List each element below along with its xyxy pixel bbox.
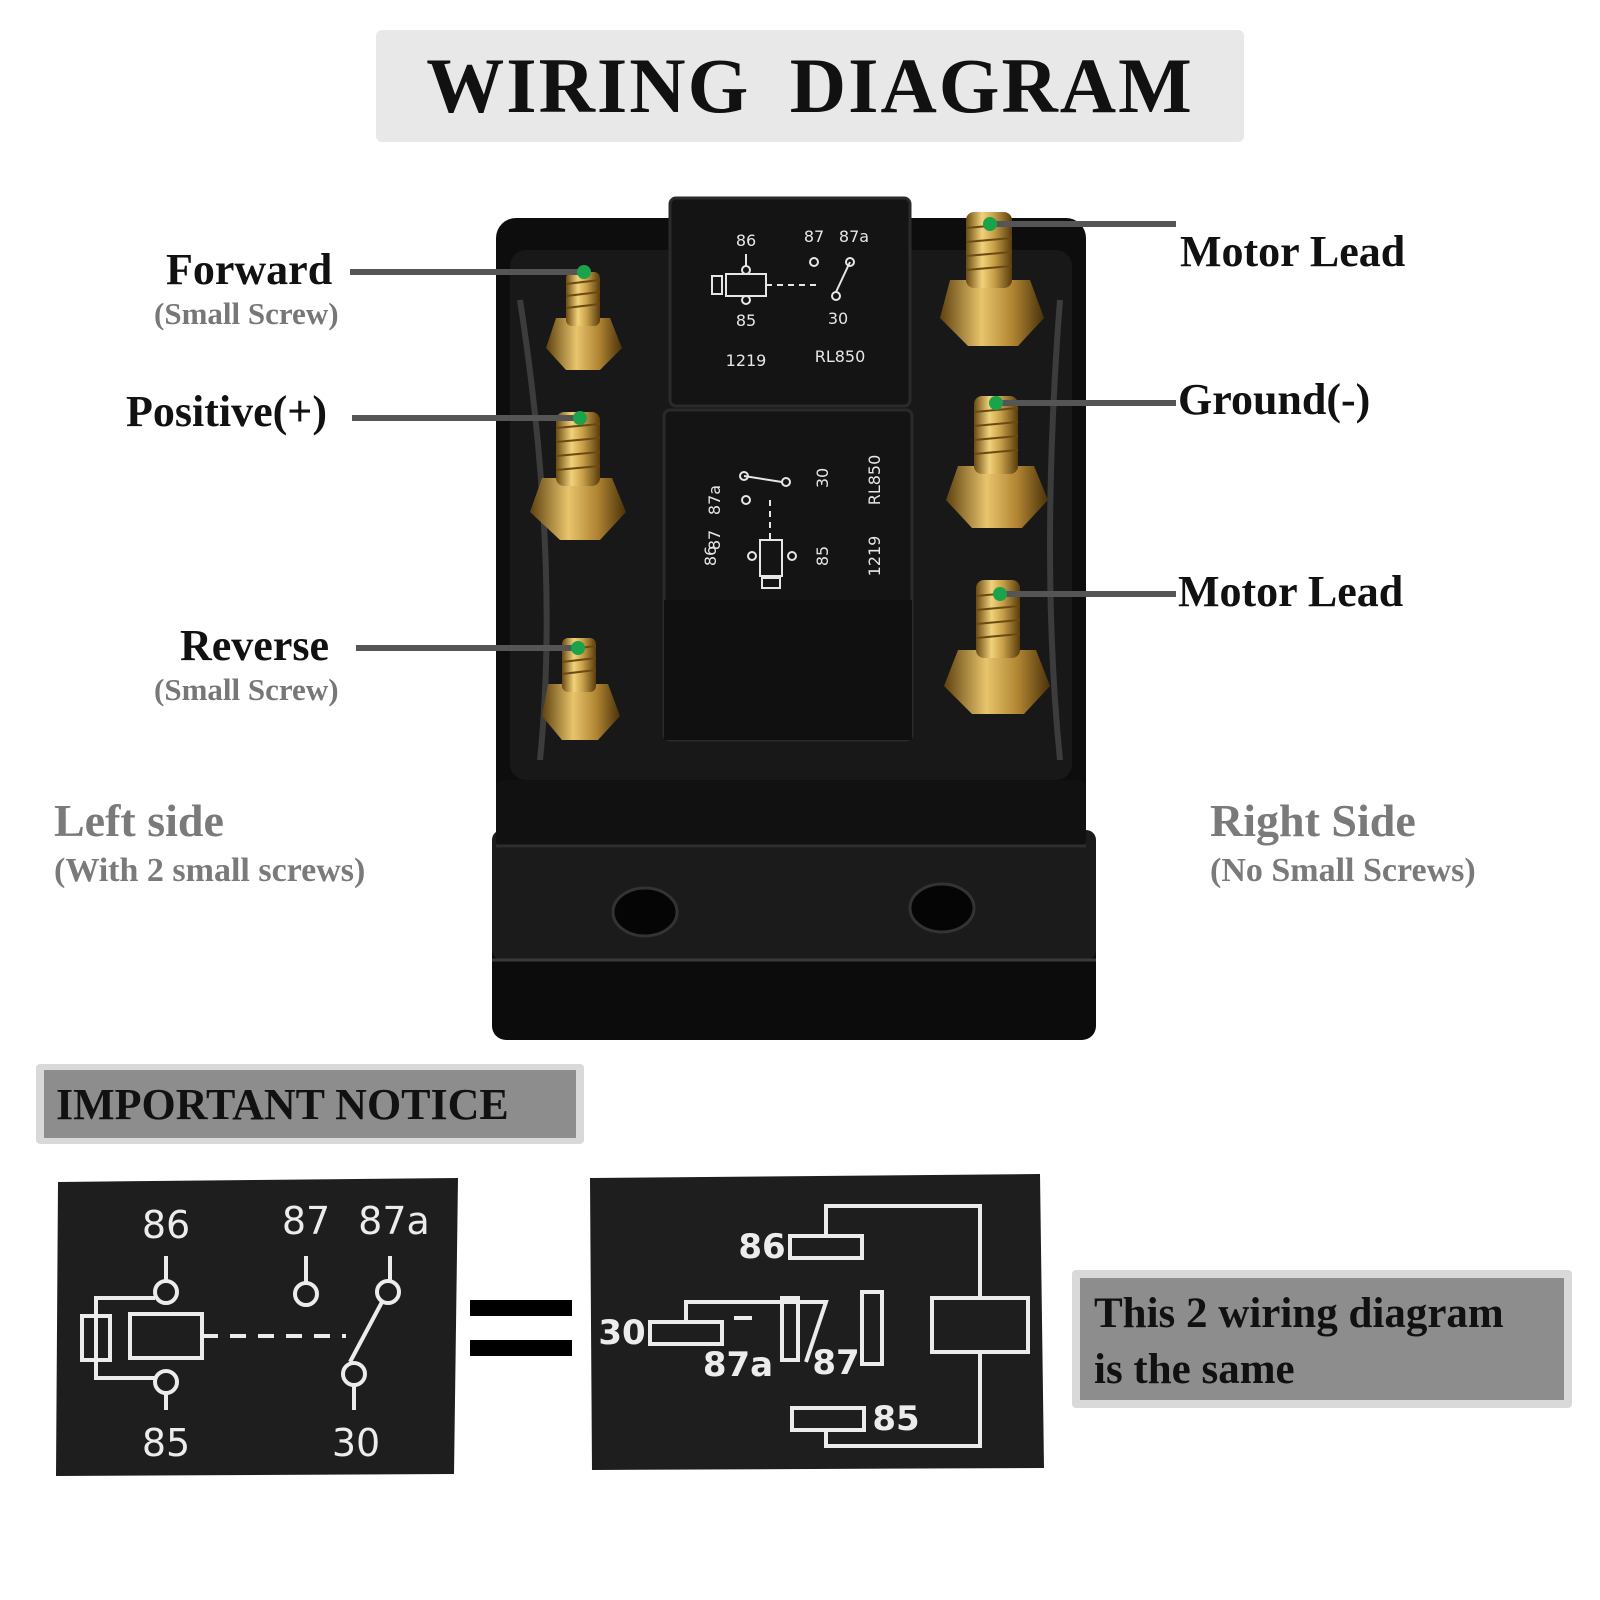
label-forward: Forward [166, 245, 333, 294]
same-note-line1: This 2 wiring diagram [1094, 1290, 1504, 1337]
stud-ground [946, 396, 1048, 528]
callout-lines [350, 221, 1176, 651]
left-side-sub: (With 2 small screws) [54, 852, 366, 889]
label-reverse-sub: (Small Screw) [154, 672, 339, 707]
relay-top-pin87: 87 [804, 227, 824, 246]
marker-motor-bottom [993, 587, 1007, 601]
relay-top-pin87a: 87a [839, 227, 869, 246]
relay-top-pin85: 85 [736, 311, 756, 330]
stud-positive [530, 412, 626, 540]
stud-reverse [542, 638, 620, 740]
stud-forward [546, 272, 622, 370]
relay-bottom-pin87a: 87a [705, 485, 724, 515]
label-motor-lead-bottom: Motor Lead [1178, 567, 1404, 616]
relay-bottom-code: 1219 [865, 536, 884, 577]
relay-bottom-schematic [739, 471, 797, 589]
label-reverse: Reverse [180, 621, 330, 670]
relay-top-model: RL850 [815, 347, 866, 366]
relay-top-pin86: 86 [736, 231, 756, 250]
relay-bottom: 87a 87 30 86 85 RL850 1219 [662, 408, 914, 742]
stud-motor-lead-bottom [944, 580, 1050, 714]
relay-top: 86 87 87a 85 30 1219 RL850 [668, 196, 912, 408]
relay-top-schematic [711, 254, 855, 305]
right-side-sub: (No Small Screws) [1210, 852, 1476, 889]
marker-forward [577, 265, 591, 279]
relay-top-pin30: 30 [828, 309, 848, 328]
relay-bottom-pin85: 85 [813, 546, 832, 566]
label-positive: Positive(+) [126, 387, 328, 436]
callout-markers [571, 217, 1007, 655]
relay-bottom-pin30: 30 [813, 468, 832, 488]
left-side-label: Left side [54, 795, 224, 846]
same-diagram-note: This 2 wiring diagram is the same [1072, 1270, 1572, 1408]
marker-reverse [571, 641, 585, 655]
important-notice-banner: IMPORTANT NOTICE [36, 1064, 584, 1144]
important-notice-title: IMPORTANT NOTICE [56, 1079, 509, 1129]
mounting-hole-right [908, 882, 976, 934]
right-side-label: Right Side [1210, 795, 1416, 846]
marker-ground [989, 396, 1003, 410]
relay-bottom-pin87: 87 [705, 530, 724, 550]
page-title: WIRING DIAGRAM [426, 42, 1194, 129]
label-ground: Ground(-) [1178, 375, 1371, 424]
relay-top-code: 1219 [726, 351, 767, 370]
same-note-line2: is the same [1094, 1346, 1295, 1393]
marker-motor-top [983, 217, 997, 231]
label-motor-lead-top: Motor Lead [1180, 227, 1406, 276]
relay-bottom-pin86: 86 [701, 546, 720, 566]
mounting-hole-left [611, 886, 679, 938]
label-forward-sub: (Small Screw) [154, 296, 339, 331]
base-plate [492, 830, 1096, 1040]
relay-bottom-model: RL850 [865, 455, 884, 506]
title-banner: WIRING DIAGRAM [376, 30, 1244, 142]
marker-positive [573, 411, 587, 425]
